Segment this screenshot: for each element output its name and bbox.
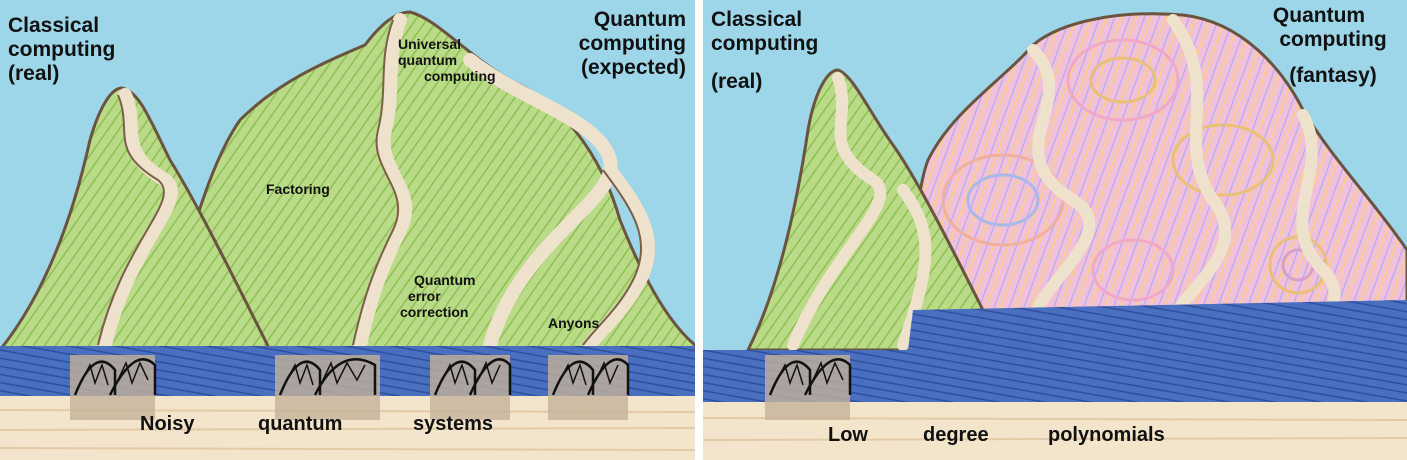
label-factoring: Factoring [266, 181, 330, 197]
path-outlines [97, 19, 642, 346]
right-title-classical: Classical computing (real) [711, 8, 819, 94]
water [703, 300, 1407, 405]
bottom-word-noisy: Noisy [140, 413, 195, 435]
left-title-quantum: Quantum computing (expected) [578, 8, 686, 80]
bottom-word-quantum: quantum [258, 413, 343, 435]
label-anyons: Anyons [548, 315, 600, 331]
left-drawing-panel: Classical computing (real) Quantum compu… [0, 0, 695, 460]
right-landscape-illustration [703, 0, 1407, 460]
left-landscape-illustration [0, 0, 695, 460]
bottom-word-degree: degree [923, 424, 989, 446]
right-drawing-panel: Classical computing (real) Quantum compu… [703, 0, 1407, 460]
mountain-paths [98, 13, 655, 352]
label-quantum-error-correction: Quantum error correction [400, 272, 476, 321]
classical-mountain [0, 86, 273, 352]
tunnel-bridges [70, 355, 630, 420]
label-universal-quantum-computing: Universal quantum computing [398, 36, 496, 85]
bottom-word-polynomials: polynomials [1048, 424, 1165, 446]
left-title-classical: Classical computing (real) [8, 14, 116, 86]
tunnel-bridge [765, 355, 852, 420]
right-title-quantum: Quantum computing (fantasy) [1272, 4, 1387, 88]
bottom-word-low: Low [828, 424, 868, 446]
quantum-mountain [158, 10, 695, 362]
bottom-word-systems: systems [413, 413, 494, 435]
